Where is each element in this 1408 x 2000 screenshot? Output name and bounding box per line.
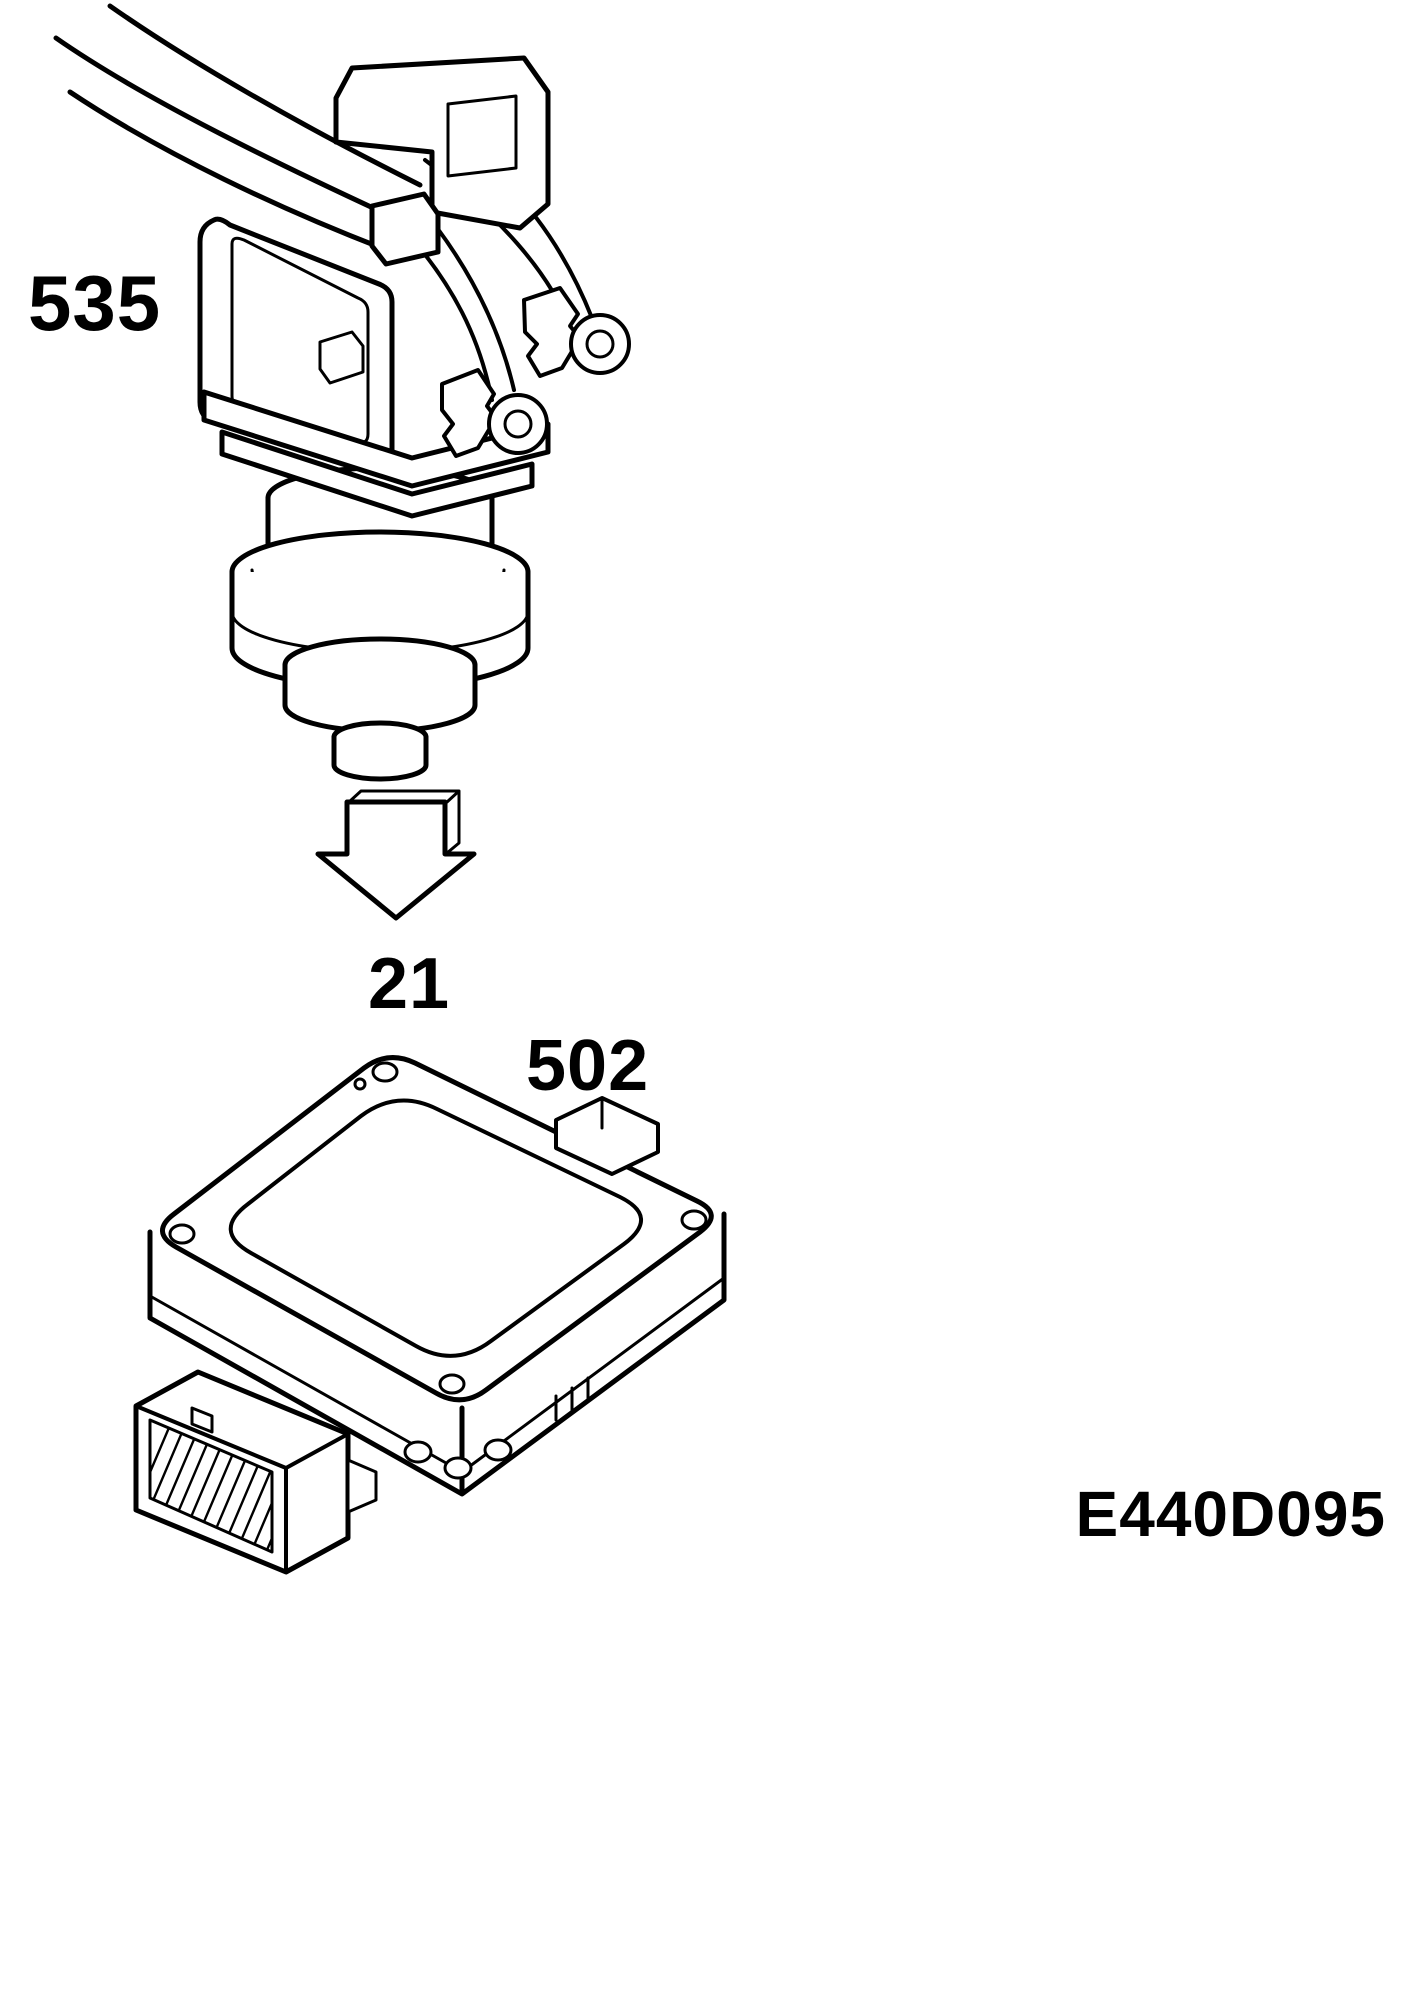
- label-module: 502: [526, 1026, 650, 1106]
- label-injector: 535: [28, 259, 162, 347]
- terminal-crimp: [522, 286, 582, 378]
- terminal-crimp: [440, 368, 498, 458]
- connector-latch: [369, 191, 441, 267]
- screw-hole: [680, 1209, 708, 1231]
- connector-flange-lower: [219, 429, 535, 519]
- module-vents: [554, 1376, 590, 1422]
- figure-code: E440D095: [1075, 1478, 1386, 1550]
- flange-hole: [443, 1456, 473, 1480]
- terminal-ring-hole: [503, 409, 533, 439]
- module-connector-hatching: [150, 1420, 272, 1552]
- injector-wire: [67, 89, 403, 258]
- screw-hole: [371, 1061, 399, 1083]
- module-connector-body: [133, 1369, 351, 1575]
- module-connector-key: [190, 1406, 214, 1434]
- screw-hole: [168, 1223, 196, 1245]
- terminal-ring-hole: [585, 329, 615, 359]
- module-connector-tab: [346, 1458, 378, 1514]
- screw-hole: [353, 1077, 367, 1091]
- connector-flange-upper: [201, 389, 551, 489]
- screw-hole: [438, 1373, 466, 1395]
- arrow-extrusion: [347, 789, 461, 855]
- arrow-outline: [315, 799, 477, 921]
- module-connector-edges: [134, 1404, 350, 1574]
- flange-hole: [483, 1438, 513, 1462]
- control-module-illustration: [133, 1055, 727, 1575]
- flange-hole: [403, 1440, 433, 1464]
- injector-wire: [107, 3, 423, 188]
- valve-nozzle: [331, 734, 429, 782]
- label-position: 21: [368, 944, 451, 1024]
- injector-wire: [53, 35, 413, 228]
- down-arrow-icon: [315, 789, 477, 921]
- module-side-edges: [147, 1211, 727, 1497]
- module-lid-inset: [228, 1098, 643, 1358]
- hatch-lines: [150, 1420, 272, 1552]
- connector-face-knob: [318, 330, 365, 385]
- connector-rear-window: [446, 94, 518, 178]
- injector-illustration: [53, 3, 631, 782]
